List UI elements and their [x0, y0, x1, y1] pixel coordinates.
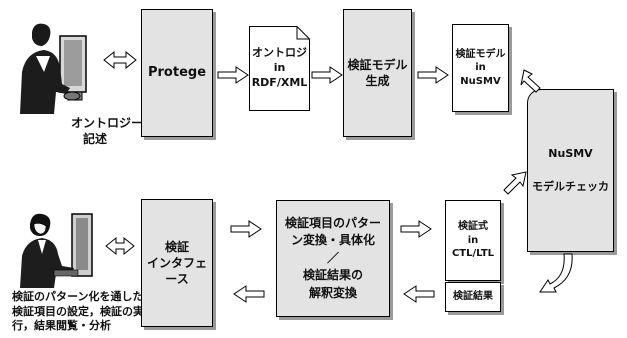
arrow-protege-to-ontology	[218, 67, 248, 83]
arrow-pattern-to-interface	[234, 286, 264, 302]
arrow-modelgen-to-nusmv	[418, 67, 448, 83]
arrow-nusmv-model-to-checker	[521, 70, 540, 92]
double-arrow-top-user	[104, 52, 136, 68]
curved-arrow-checker-to-result	[540, 254, 572, 292]
arrow-interface-to-pattern	[231, 221, 261, 237]
arrow-pattern-to-formula	[401, 221, 431, 237]
double-arrow-bottom-user	[106, 238, 134, 254]
arrow-result-to-pattern	[404, 286, 434, 302]
arrow-ontology-to-modelgen	[312, 67, 342, 83]
arrow-formula-to-checker	[504, 172, 526, 194]
